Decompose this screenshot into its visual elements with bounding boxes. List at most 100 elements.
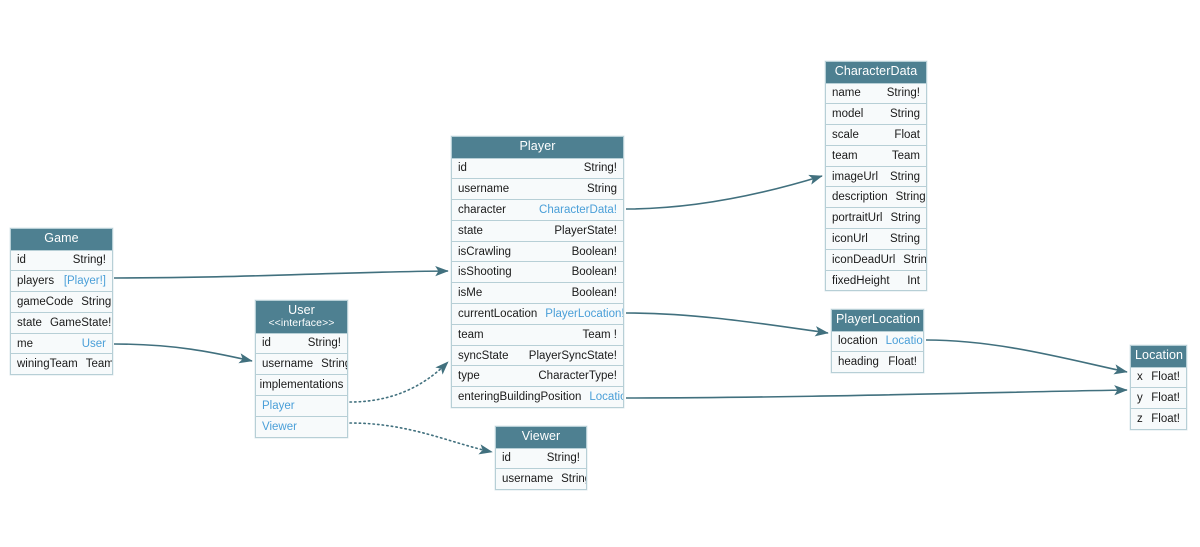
field-type: PlayerState!	[554, 224, 617, 237]
field-type: Boolean!	[571, 287, 617, 300]
field-name: scale	[832, 128, 859, 141]
field-type: User	[81, 337, 106, 350]
entity-name: Player	[519, 139, 556, 153]
field-name: currentLocation	[458, 307, 538, 320]
field-row[interactable]: locationLocation!	[832, 330, 923, 352]
entity-title-playerlocation: PlayerLocation	[832, 310, 923, 331]
field-type: Team	[85, 358, 112, 371]
field-name: x	[1137, 371, 1143, 384]
edge-player-enteringbuildingposition-to-location	[625, 385, 1128, 399]
field-type: String	[890, 212, 921, 225]
entity-title-user: User<<interface>>	[256, 301, 347, 333]
entity-playerlocation[interactable]: PlayerLocation locationLocation!headingFl…	[831, 309, 924, 374]
entity-name: Location	[1135, 348, 1184, 362]
field-row[interactable]: state GameState!	[11, 311, 112, 333]
field-row[interactable]: model String	[826, 103, 926, 125]
field-row[interactable]: fixedHeight Int	[826, 269, 926, 291]
field-row[interactable]: iconDeadUrlString	[826, 248, 926, 270]
field-name: type	[458, 370, 480, 383]
field-type: Int	[907, 274, 920, 287]
entity-title-viewer: Viewer	[496, 427, 586, 448]
field-name: iconUrl	[832, 232, 868, 245]
field-name: model	[832, 108, 864, 121]
field-type: Team	[891, 149, 920, 162]
field-type: String	[889, 108, 920, 121]
field-row[interactable]: winingTeam Team	[11, 353, 112, 375]
entity-name: PlayerLocation	[836, 312, 921, 326]
field-row[interactable]: enteringBuildingPositionLocation	[452, 386, 623, 408]
field-name: description	[832, 191, 888, 204]
edge-player-character-to-characterdata	[625, 174, 823, 210]
entity-user[interactable]: User<<interface>>idString!usernameString…	[255, 300, 348, 438]
entity-title-game: Game	[11, 229, 112, 250]
entity-name: User	[288, 303, 315, 317]
field-row[interactable]: Viewer	[256, 415, 347, 437]
field-name: implementations	[259, 379, 344, 391]
field-type: Float!	[1151, 371, 1180, 384]
field-name: team	[832, 149, 858, 162]
field-name: state	[17, 316, 42, 329]
field-type: CharacterType!	[538, 370, 617, 383]
entity-title-location: Location	[1131, 346, 1186, 367]
field-type: String	[321, 358, 347, 371]
field-row[interactable]: Player	[256, 394, 347, 416]
entity-name: CharacterData	[834, 64, 918, 78]
entity-title-player: Player	[452, 137, 623, 158]
field-row[interactable]: isMe Boolean!	[452, 282, 623, 304]
field-row[interactable]: scale Float	[826, 124, 926, 145]
field-row[interactable]: portraitUrl String	[826, 207, 926, 229]
field-row[interactable]: players[Player!]	[11, 270, 112, 292]
field-row[interactable]: me User	[11, 332, 112, 354]
field-type: Float	[894, 128, 920, 141]
field-name: y	[1137, 392, 1143, 405]
field-type: PlayerSyncState!	[528, 349, 617, 362]
field-type: Boolean!	[571, 245, 617, 258]
field-row[interactable]: team Team	[826, 144, 926, 166]
field-name: z	[1137, 412, 1143, 425]
field-row[interactable]: x Float!	[1131, 366, 1186, 388]
field-name: iconDeadUrl	[832, 253, 896, 266]
field-type: GameState!	[49, 316, 112, 329]
field-row[interactable]: implementations	[256, 374, 347, 395]
field-name: fixedHeight	[832, 274, 890, 287]
field-name: players	[17, 275, 55, 288]
field-name: name	[832, 87, 861, 100]
field-name: me	[17, 337, 33, 350]
field-type: CharacterData!	[539, 203, 617, 216]
field-name: winingTeam	[17, 358, 78, 371]
field-name: portraitUrl	[832, 212, 883, 225]
field-name: isMe	[458, 287, 483, 300]
field-type: Float!	[888, 356, 917, 369]
field-row[interactable]: type CharacterType!	[452, 365, 623, 387]
field-type: Location!	[885, 335, 923, 348]
field-type: String!	[72, 254, 106, 267]
